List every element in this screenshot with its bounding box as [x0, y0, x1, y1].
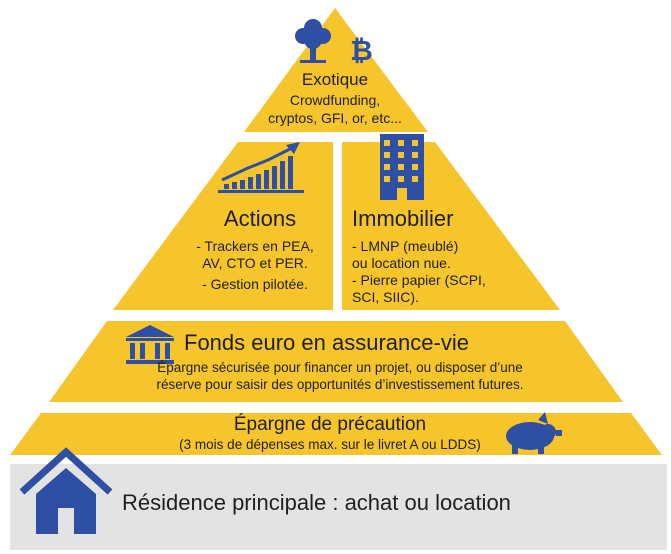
exotique-line-2: cryptos, GFI, or, etc...: [268, 110, 402, 126]
house-icon: [19, 447, 113, 534]
fonds-euro-title: Fonds euro en assurance-vie: [184, 330, 469, 355]
actions-title: Actions: [223, 206, 297, 231]
actions-item-2: - Gestion pilotée.: [202, 276, 308, 292]
residence-band: [10, 464, 667, 550]
residence-title: Résidence principale : achat ou location: [122, 490, 511, 515]
growth-chart-icon: [218, 142, 304, 193]
svg-text:₿: ₿: [350, 35, 373, 66]
immobilier-item-2-line-2: SCI, SIIC).: [352, 289, 419, 305]
fonds-euro-line-2: réserve pour saisir des opportunités d’i…: [156, 377, 524, 392]
piggy-bank-icon: [506, 412, 562, 454]
precaution-tier: [10, 413, 662, 455]
actions-tier: [113, 142, 333, 310]
precaution-subtitle: (3 mois de dépenses max. sur le livret A…: [179, 437, 481, 452]
exotique-line-1: Crowdfunding,: [289, 92, 381, 108]
bank-icon: [126, 325, 174, 364]
tree-icon: [295, 19, 331, 63]
exotique-title: Exotique: [301, 70, 369, 89]
fonds-euro-tier: [49, 321, 623, 402]
exotique-tier: [244, 8, 428, 132]
immobilier-title: Immobilier: [352, 206, 454, 231]
building-icon: [380, 134, 424, 200]
fonds-euro-line-1: Épargne sécurisée pour financer un proje…: [157, 360, 523, 375]
actions-item-1-line-2: AV, CTO et PER.: [202, 255, 308, 271]
immobilier-item-1-line-1: - LMNP (meublé): [352, 238, 459, 254]
precaution-title: Épargne de précaution: [233, 414, 427, 435]
actions-item-1-line-1: - Trackers en PEA,: [196, 238, 314, 254]
immobilier-item-2-line-1: - Pierre papier (SCPI,: [352, 272, 486, 288]
bitcoin-icon: ₿: [350, 35, 373, 66]
immobilier-item-1-line-2: ou location nue.: [352, 255, 451, 271]
